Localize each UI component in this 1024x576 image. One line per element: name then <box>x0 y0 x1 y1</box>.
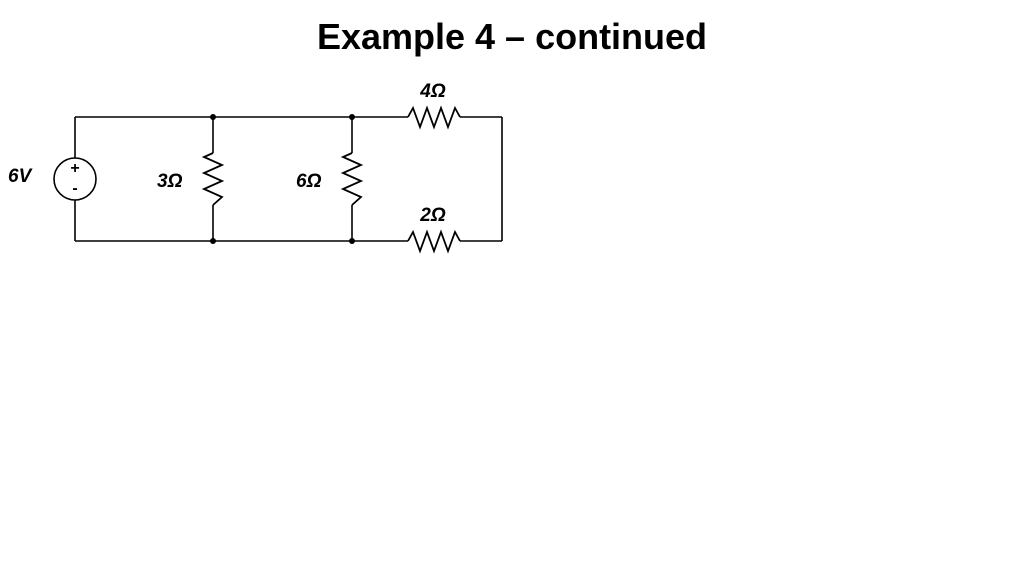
junction-dot <box>210 238 216 244</box>
voltage-source-label: 6V <box>8 166 33 187</box>
resistor-4ohm: 4Ω <box>407 81 461 130</box>
resistor-2ohm-label: 2Ω <box>419 205 446 226</box>
slide-title: Example 4 – continued <box>316 16 708 57</box>
junctions <box>210 114 355 244</box>
voltage-source-circle <box>53 157 97 201</box>
resistor-2ohm: 2Ω <box>407 205 461 254</box>
voltage-source: + - 6V <box>8 157 97 201</box>
junction-dot <box>349 114 355 120</box>
resistor-4ohm-label: 4Ω <box>419 81 446 102</box>
voltage-source-plus: + <box>70 160 79 177</box>
junction-dot <box>210 114 216 120</box>
resistor-6ohm-zigzag <box>340 152 364 206</box>
resistor-6ohm: 6Ω <box>296 152 364 206</box>
resistor-3ohm-label: 3Ω <box>157 171 183 192</box>
resistor-4ohm-zigzag <box>407 105 461 130</box>
resistor-2ohm-zigzag <box>407 229 461 254</box>
voltage-source-minus: - <box>72 180 77 197</box>
junction-dot <box>349 238 355 244</box>
resistor-3ohm: 3Ω <box>157 152 225 206</box>
resistor-6ohm-label: 6Ω <box>296 171 322 192</box>
resistor-3ohm-zigzag <box>201 152 225 206</box>
